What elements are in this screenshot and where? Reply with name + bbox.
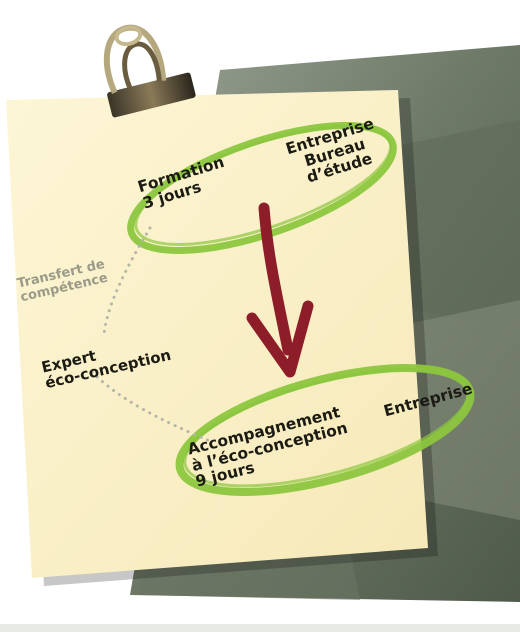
ellipse-top (127, 121, 397, 255)
bottom-strip (0, 624, 520, 632)
binder-clip-icon (103, 24, 196, 118)
ellipse-bottom (175, 364, 475, 496)
down-arrow-icon (246, 202, 314, 378)
dotted-link-support (90, 370, 214, 444)
